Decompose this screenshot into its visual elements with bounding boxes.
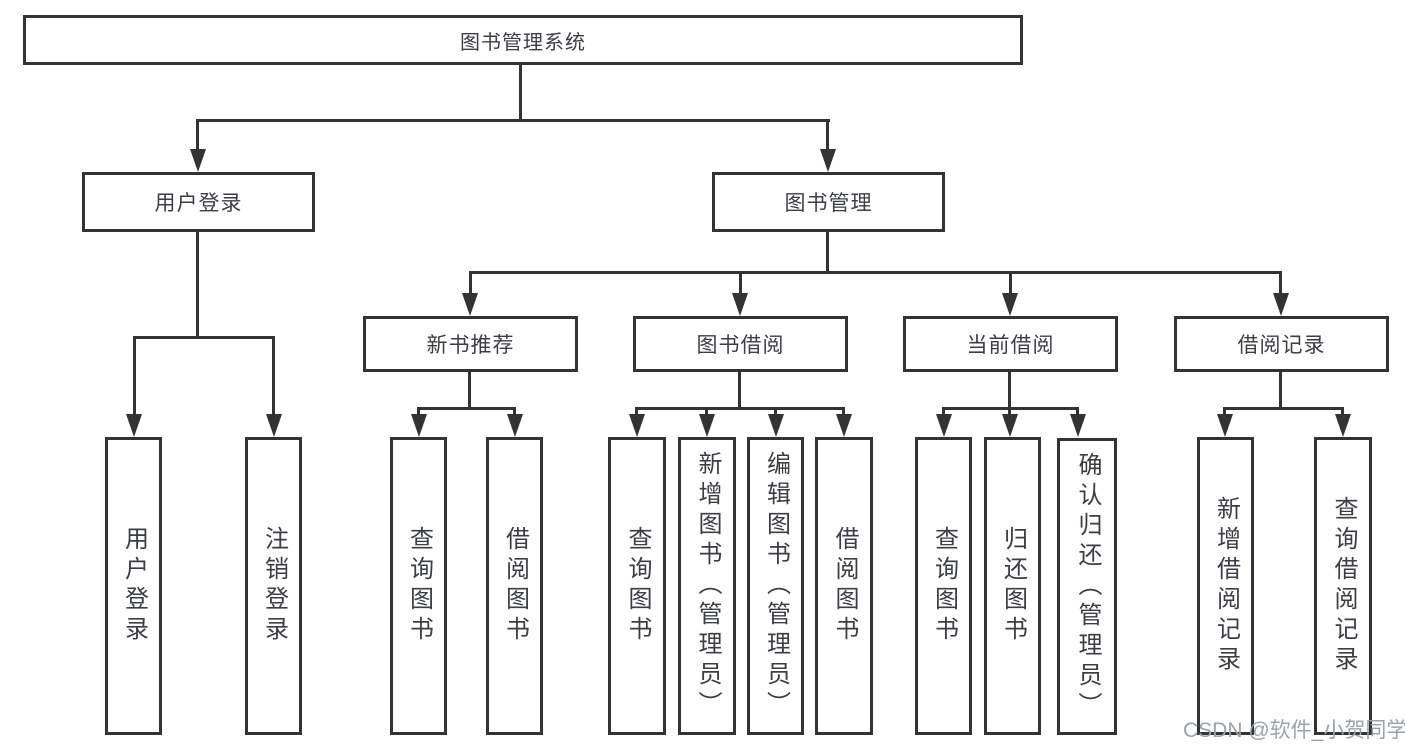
arrowhead-logout-action [266,414,282,437]
node-add-borrow-record: 新增借阅记录 [1197,437,1254,735]
connector-sec3-drop-3 [1076,407,1079,416]
node-return-books: 归还图书 [984,437,1041,735]
arrowhead-sec3-confirm-return [1070,414,1086,437]
node-borrow-books-action: 借阅图书 [815,437,873,735]
arrowhead-sec2-edit-books [768,414,784,437]
connector-sec1-rail [417,407,516,410]
arrowhead-sec2-add-books [699,414,715,437]
node-user-login: 用户登录 [82,172,315,232]
connector-mgmt-drop-4 [1279,271,1282,296]
arrowhead-sec3-query-books [936,414,952,437]
arrowhead-new-book-recommend [462,293,478,316]
arrowhead-sec2-query-books [629,414,645,437]
node-confirm-return-admin: 确认归还（管理员） [1057,438,1117,735]
connector-sec2-rail [635,407,845,410]
arrowhead-sec2-borrow-books [836,414,852,437]
connector-sec2-drop-1 [635,407,638,416]
arrowhead-sec1-query-books [411,414,427,437]
connector-sec3-drop-1 [942,407,945,416]
node-borrow-books-recommend: 借阅图书 [486,437,543,735]
connector-sec4-rail [1223,407,1344,410]
connector-sec2-drop-2 [705,407,708,416]
connector-sec3-drop-2 [1008,407,1011,416]
node-book-management: 图书管理 [712,172,945,232]
node-new-book-recommend: 新书推荐 [363,316,578,372]
connector-root-drop-right [826,119,829,151]
connector-login-drop-2 [272,336,275,414]
arrowhead-sec1-borrow-books [507,414,523,437]
connector-sec3-stem [1008,372,1011,410]
connector-sec4-drop-1 [1223,407,1226,416]
arrowhead-user-login-action [126,414,142,437]
node-add-books-admin: 新增图书（管理员） [678,437,736,735]
connector-mgmt-drop-2 [739,271,742,296]
node-library-management-system: 图书管理系统 [23,15,1023,65]
node-user-login-action: 用户登录 [105,437,162,735]
arrowhead-borrowing-records [1273,293,1289,316]
connector-sec2-drop-4 [842,407,845,416]
arrowhead-current-borrowing [1002,293,1018,316]
node-query-borrow-record: 查询借阅记录 [1314,437,1372,735]
node-logout-action: 注销登录 [245,437,302,735]
connector-sec4-drop-2 [1341,407,1344,416]
connector-login-rail [133,336,275,339]
connector-root-stem [519,65,522,121]
arrowhead-book-borrowing [732,293,748,316]
arrowhead-sec3-return-books [1002,414,1018,437]
node-book-borrowing: 图书借阅 [633,316,848,372]
connector-sec1-drop-2 [513,407,516,416]
connector-sec2-drop-3 [774,407,777,416]
connector-mgmt-drop-3 [1009,271,1012,296]
node-current-borrowing: 当前借阅 [903,316,1118,372]
node-query-books-borrowing: 查询图书 [608,437,666,735]
connector-sec4-stem [1279,372,1282,410]
arrowhead-sec4-add-record [1217,414,1233,437]
arrowhead-sec4-query-record [1335,414,1351,437]
connector-login-stem [196,232,199,339]
node-query-books-current: 查询图书 [915,437,972,735]
csdn-watermark: CSDN @软件_小贺同学 [1183,719,1405,742]
connector-mgmt-drop-1 [469,271,472,296]
node-query-books-recommend: 查询图书 [390,437,447,735]
connector-root-drop-left [196,119,199,151]
arrowhead-book-management [820,149,836,172]
node-edit-books-admin: 编辑图书（管理员） [747,437,804,735]
connector-mgmt-stem [826,232,829,274]
connector-sec2-stem [738,372,741,410]
arrowhead-user-login [190,149,206,172]
node-borrowing-records: 借阅记录 [1174,316,1389,372]
connector-root-rail [197,119,830,122]
connector-sec1-stem [468,372,471,410]
connector-mgmt-rail [469,271,1282,274]
connector-sec1-drop-1 [417,407,420,416]
connector-login-drop-1 [133,336,136,414]
